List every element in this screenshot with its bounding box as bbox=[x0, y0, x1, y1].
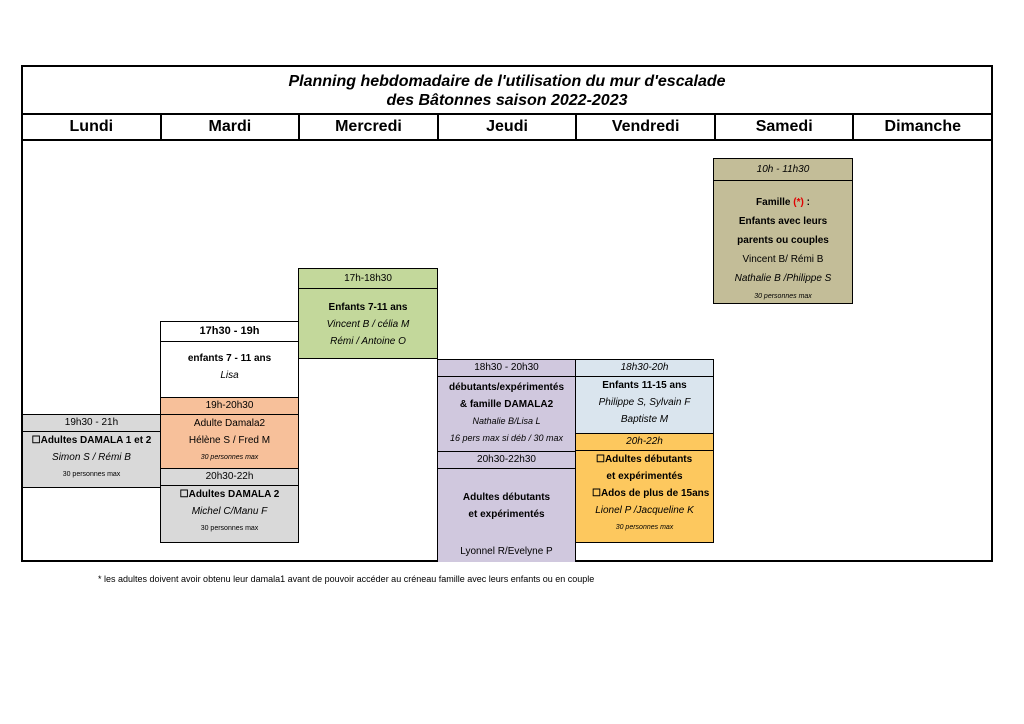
slot-title-1: Adultes débutants bbox=[462, 492, 551, 503]
slot-jeudi-2: 20h30-22h30 Adultes débutants et expérim… bbox=[437, 451, 576, 562]
slot-lundi: 19h30 - 21h ☐Adultes DAMALA 1 et 2 Simon… bbox=[22, 414, 161, 488]
slot-title-pre: Famille bbox=[756, 197, 794, 208]
day-vendredi: Vendredi bbox=[577, 115, 716, 139]
slot-title: ☐Adultes DAMALA 1 et 2 bbox=[31, 435, 152, 446]
slot-time: 10h - 11h30 bbox=[714, 159, 852, 181]
slot-names-1: Vincent B / célia M bbox=[326, 319, 410, 330]
slot-names-2: Nathalie B /Philippe S bbox=[734, 273, 832, 284]
slot-max: 30 personnes max bbox=[754, 293, 812, 300]
slot-title: Famille (*) : bbox=[714, 193, 852, 212]
slot-time: 20h-22h bbox=[576, 434, 713, 451]
slot-vendredi-2: 20h-22h ☐Adultes débutants et expériment… bbox=[575, 433, 714, 543]
slot-max: 30 personnes max bbox=[200, 525, 259, 532]
slot-title-3: ☐Ados de plus de 15ans bbox=[592, 488, 710, 499]
day-header-row: Lundi Mardi Mercredi Jeudi Vendredi Same… bbox=[21, 115, 993, 141]
slot-title-star: (*) bbox=[793, 197, 804, 208]
slot-names-2: Rémi / Antoine O bbox=[330, 336, 406, 347]
slot-mardi-2: 19h-20h30 Adulte Damala2 Hélène S / Fred… bbox=[160, 397, 299, 469]
slot-time: 17h30 - 19h bbox=[161, 322, 298, 342]
slot-names: Nathalie B/Lisa L bbox=[472, 416, 541, 426]
footnote: * les adultes doivent avoir obtenu leur … bbox=[98, 574, 595, 584]
slot-title: ☐Adultes DAMALA 2 bbox=[179, 489, 280, 500]
slot-mardi-3: 20h30-22h ☐Adultes DAMALA 2 Michel C/Man… bbox=[160, 468, 299, 543]
day-mercredi: Mercredi bbox=[300, 115, 439, 139]
slot-names-1: Philippe S, Sylvain F bbox=[598, 397, 691, 408]
slot-names: Lyonnel R/Evelyne P bbox=[460, 546, 553, 557]
slot-vendredi-1: 18h30-20h Enfants 11-15 ans Philippe S, … bbox=[575, 359, 714, 434]
day-samedi: Samedi bbox=[716, 115, 855, 139]
slot-max: 16 pers max si déb / 30 max bbox=[449, 433, 564, 443]
day-mardi: Mardi bbox=[162, 115, 301, 139]
day-dimanche: Dimanche bbox=[884, 118, 961, 135]
slot-title: Enfants 7-11 ans bbox=[328, 302, 408, 313]
day-lundi: Lundi bbox=[23, 115, 162, 139]
slot-title: enfants 7 - 11 ans bbox=[187, 353, 272, 364]
slot-time: 19h30 - 21h bbox=[23, 415, 160, 432]
slot-max: 30 personnes max bbox=[62, 471, 121, 478]
slot-mercredi: 17h-18h30 Enfants 7-11 ans Vincent B / c… bbox=[298, 268, 438, 359]
slot-jeudi-1: 18h30 - 20h30 débutants/expérimentés & f… bbox=[437, 359, 576, 452]
slot-mardi-1: 17h30 - 19h enfants 7 - 11 ans Lisa bbox=[160, 321, 299, 398]
slot-title-1: ☐Adultes débutants bbox=[596, 454, 693, 465]
slot-title-2: et expérimentés bbox=[468, 509, 545, 520]
slot-samedi: 10h - 11h30 Famille (*) : Enfants avec l… bbox=[713, 158, 853, 304]
slot-title: Enfants 11-15 ans bbox=[602, 380, 687, 391]
slot-time: 18h30 - 20h30 bbox=[438, 360, 575, 377]
slot-title-post: : bbox=[803, 197, 810, 208]
title-line-1: Planning hebdomadaire de l'utilisation d… bbox=[288, 73, 726, 90]
slot-title-2: & famille DAMALA2 bbox=[459, 399, 554, 410]
slot-time: 18h30-20h bbox=[576, 360, 713, 377]
slot-max: 30 personnes max bbox=[200, 454, 259, 461]
slot-names: Simon S / Rémi B bbox=[52, 452, 131, 463]
slot-title: Adulte Damala2 bbox=[193, 418, 266, 429]
slot-names: Michel C/Manu F bbox=[191, 506, 268, 517]
slot-names-1: Vincent B/ Rémi B bbox=[742, 254, 824, 265]
slot-line-2: Enfants avec leurs bbox=[738, 216, 828, 227]
slot-time: 20h30-22h bbox=[161, 469, 298, 486]
slot-names: Lionel P /Jacqueline K bbox=[595, 505, 694, 516]
slot-line-3: parents ou couples bbox=[737, 235, 829, 246]
slot-time: 17h-18h30 bbox=[299, 269, 437, 289]
page-title: Planning hebdomadaire de l'utilisation d… bbox=[21, 65, 993, 115]
slot-title-1: débutants/expérimentés bbox=[448, 382, 565, 393]
slot-time: 19h-20h30 bbox=[161, 398, 298, 415]
slot-names: Hélène S / Fred M bbox=[188, 435, 271, 446]
slot-time: 20h30-22h30 bbox=[438, 452, 575, 469]
slot-names: Lisa bbox=[220, 370, 239, 381]
slot-max: 30 personnes max bbox=[615, 524, 674, 531]
title-line-2: des Bâtonnes saison 2022-2023 bbox=[386, 92, 628, 109]
slot-names-2: Baptiste M bbox=[620, 414, 669, 425]
day-jeudi: Jeudi bbox=[439, 115, 578, 139]
slot-title-2: et expérimentés bbox=[606, 471, 683, 482]
